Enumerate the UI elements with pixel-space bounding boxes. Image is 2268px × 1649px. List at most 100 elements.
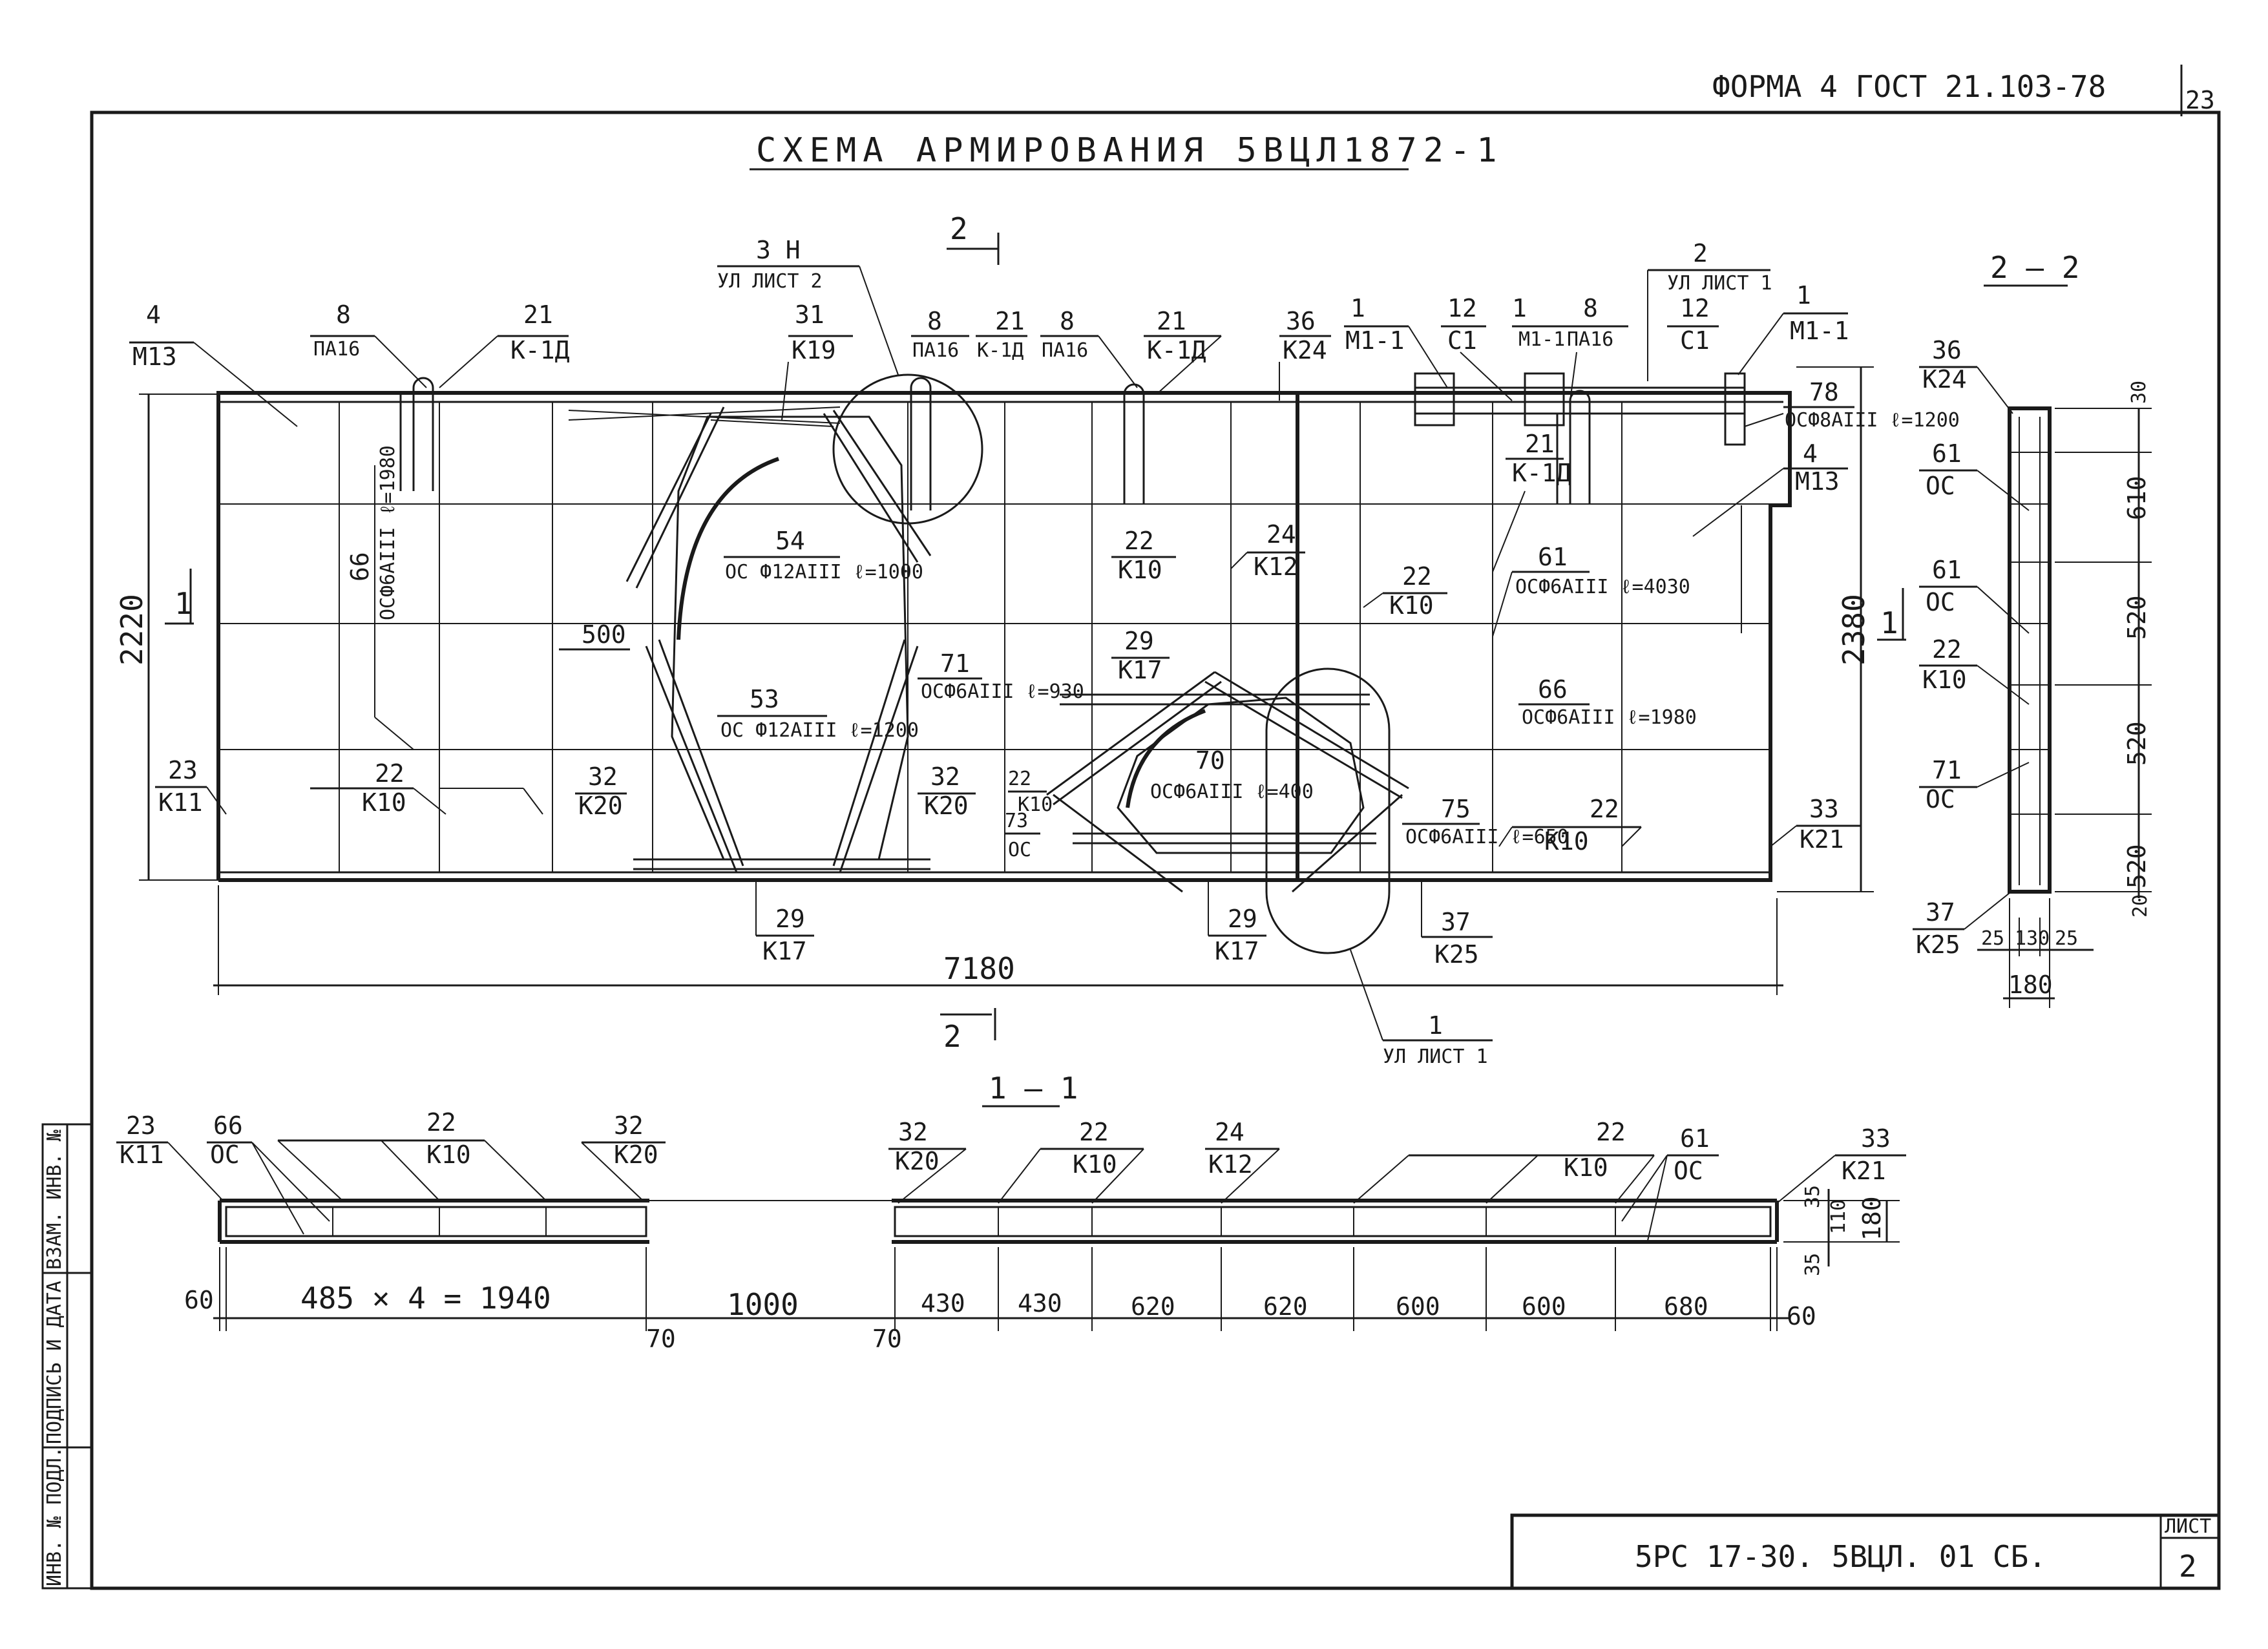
svg-text:К10: К10 [1544, 827, 1589, 856]
callout-1-ul-list1: 1УЛ ЛИСТ 1 [1350, 949, 1493, 1068]
svg-text:К10: К10 [1922, 666, 1967, 694]
svg-text:ОСФ6АIII ℓ=400: ОСФ6АIII ℓ=400 [1150, 781, 1314, 803]
stamp-vzam: ВЗАМ. ИНВ. № [43, 1129, 66, 1270]
svg-text:8: 8 [336, 300, 351, 329]
svg-text:24: 24 [1266, 520, 1296, 549]
s11-dim-60-a: 60 [184, 1286, 214, 1314]
svg-text:4: 4 [1803, 439, 1818, 468]
svg-text:21: 21 [1525, 430, 1555, 458]
svg-text:1: 1 [1796, 281, 1811, 310]
elevation-view [216, 372, 1792, 954]
svg-text:32: 32 [898, 1118, 928, 1146]
svg-text:75: 75 [1441, 795, 1471, 823]
svg-text:К10: К10 [1564, 1153, 1608, 1182]
embedded-plates [1414, 372, 1746, 446]
sheet-corner-number: 23 [2185, 86, 2215, 114]
svg-text:К11: К11 [120, 1140, 164, 1169]
svg-text:1: 1 [1880, 605, 1898, 640]
svg-text:70: 70 [1195, 746, 1225, 775]
s22-dim-520-a: 520 [2123, 595, 2151, 640]
svg-text:8: 8 [927, 307, 942, 335]
svg-text:29: 29 [1228, 905, 1257, 933]
svg-text:К10: К10 [1118, 556, 1162, 584]
svg-text:22: 22 [1596, 1118, 1626, 1146]
svg-text:К17: К17 [1118, 656, 1162, 684]
s11-dim-60-b: 60 [1787, 1302, 1816, 1330]
mesh-verticals [339, 402, 1742, 872]
svg-text:22: 22 [1124, 527, 1154, 555]
svg-text:66: 66 [213, 1111, 243, 1140]
svg-text:53: 53 [750, 685, 779, 713]
svg-text:К21: К21 [1800, 825, 1844, 854]
callout-1-m11-c: 1М1-1 [1738, 281, 1849, 375]
svg-text:32: 32 [588, 762, 618, 791]
callout-21-k1d-b: 21К-1Д [976, 307, 1027, 362]
svg-text:8: 8 [1060, 307, 1075, 335]
svg-text:2: 2 [1693, 239, 1708, 268]
svg-text:33: 33 [1861, 1124, 1891, 1153]
svg-text:К24: К24 [1922, 365, 1967, 394]
diagonal-bar [625, 413, 712, 582]
callout-2-ul-list1: 2 УЛ ЛИСТ 1 [1647, 239, 1772, 381]
s11-side-35-a: 35 [1801, 1185, 1824, 1208]
svg-text:24: 24 [1215, 1118, 1244, 1146]
svg-text:ОСФ6АIII ℓ=930: ОСФ6АIII ℓ=930 [921, 680, 1084, 703]
svg-text:УЛ ЛИСТ 2: УЛ ЛИСТ 2 [717, 270, 823, 293]
s22-dim-25-a: 25 [1981, 927, 2004, 950]
svg-text:2: 2 [943, 1019, 961, 1054]
svg-text:23: 23 [168, 756, 198, 784]
svg-text:К20: К20 [614, 1140, 658, 1169]
svg-text:ОСФ6АIII ℓ=1980: ОСФ6АIII ℓ=1980 [1522, 706, 1697, 729]
s11-dim-70-b: 70 [872, 1325, 902, 1353]
drawing-code: 5РС 17-30. 5ВЦЛ. 01 СБ. [1635, 1539, 2046, 1574]
drawing-frame [90, 110, 2221, 1590]
svg-text:29: 29 [775, 905, 805, 933]
elevation-dimensions: 2220 2380 7180 [114, 366, 1874, 995]
svg-text:500: 500 [582, 620, 626, 649]
svg-text:К11: К11 [158, 788, 203, 817]
svg-text:ОС: ОС [1926, 588, 1955, 616]
svg-text:ОСФ6АIII ℓ=4030: ОСФ6АIII ℓ=4030 [1515, 576, 1690, 598]
svg-text:К20: К20 [924, 792, 969, 820]
svg-text:УЛ ЛИСТ 1: УЛ ЛИСТ 1 [1667, 272, 1772, 295]
s22-dim-30: 30 [2128, 381, 2150, 404]
svg-text:ОСФ6АIII ℓ=650: ОСФ6АIII ℓ=650 [1405, 826, 1569, 848]
length-dim: 7180 [943, 951, 1015, 986]
svg-text:12: 12 [1447, 294, 1477, 322]
svg-text:61: 61 [1932, 439, 1962, 468]
svg-text:К-1Д: К-1Д [1512, 459, 1571, 487]
svg-text:21: 21 [523, 300, 553, 329]
svg-text:К10: К10 [1073, 1150, 1117, 1179]
svg-text:К12: К12 [1208, 1150, 1253, 1179]
svg-text:23: 23 [126, 1111, 156, 1140]
svg-text:66: 66 [346, 552, 374, 582]
svg-text:К-1Д: К-1Д [510, 336, 570, 364]
diagonal-bar-2 [1046, 671, 1215, 796]
svg-text:С1: С1 [1447, 326, 1477, 355]
s11-dim-600-a: 600 [1396, 1292, 1440, 1321]
svg-text:К10: К10 [1389, 591, 1434, 620]
svg-text:54: 54 [775, 527, 805, 555]
svg-text:ОСФ6АIII ℓ=1980: ОСФ6АIII ℓ=1980 [377, 445, 399, 620]
svg-text:71: 71 [1932, 756, 1962, 784]
svg-text:К19: К19 [792, 336, 836, 364]
svg-text:К-1Д: К-1Д [977, 339, 1024, 362]
s22-dim-520-c: 520 [2123, 844, 2151, 888]
s22-dim-520-b: 520 [2123, 721, 2151, 766]
